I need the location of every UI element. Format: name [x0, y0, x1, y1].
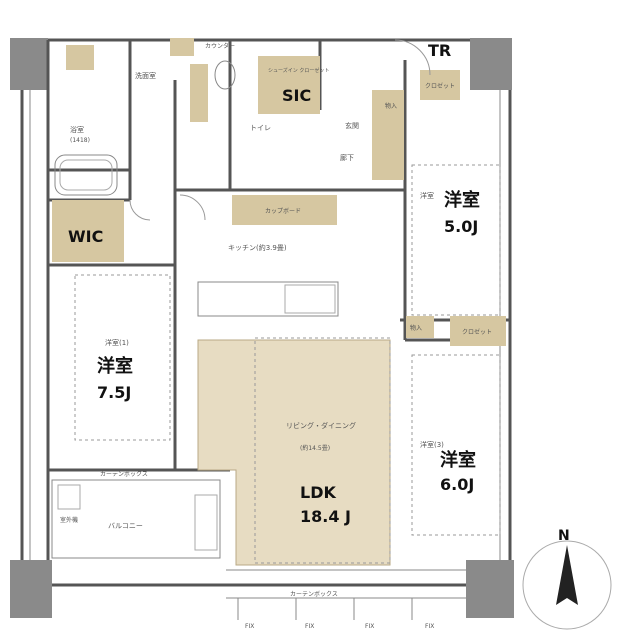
- label-kitchen: キッチン(約3.9畳): [228, 243, 287, 252]
- label-western1-small: 洋室(1): [105, 338, 129, 347]
- label-closet-1: クロゼット: [425, 82, 455, 90]
- label-washroom: 洗面室: [135, 71, 156, 80]
- compass-ring: [522, 540, 612, 630]
- outer-wall: [20, 38, 512, 587]
- label-western2-size: 5.0J: [444, 217, 478, 236]
- label-hallway: 廊下: [340, 153, 354, 162]
- label-closet-2: クロゼット: [462, 328, 492, 336]
- label-curtain-box-2: カーテンボックス: [290, 590, 338, 598]
- label-fix-3: FIX: [365, 623, 374, 630]
- label-outdoor-unit: 室外機: [60, 516, 78, 524]
- label-fix-1: FIX: [245, 623, 254, 630]
- pillar-bottom-left: [10, 560, 52, 618]
- balcony-area: [51, 479, 221, 559]
- label-western2-small: 洋室: [420, 191, 434, 200]
- toilet-fixture: [214, 60, 236, 90]
- label-wic: WIC: [68, 227, 103, 246]
- label-bath-sub: (1418): [70, 137, 90, 144]
- label-western3-size: 6.0J: [440, 475, 474, 494]
- label-counter: カウンター: [205, 42, 235, 50]
- label-tr: TR: [428, 41, 451, 60]
- north-arrow-icon: [556, 545, 578, 605]
- label-storage-1: 物入: [385, 102, 397, 110]
- label-western3: 洋室: [440, 449, 476, 471]
- label-toilet: トイレ: [250, 124, 271, 132]
- label-western1: 洋室: [97, 355, 133, 377]
- label-ldk-small: リビング・ダイニング: [286, 421, 356, 430]
- label-kitchen-board: カップボード: [265, 207, 301, 215]
- label-ldk: LDK: [300, 483, 336, 502]
- label-sic: SIC: [282, 86, 311, 105]
- pillar-top-right: [470, 38, 512, 90]
- label-storage-2: 物入: [410, 324, 422, 332]
- label-western1-size: 7.5J: [97, 383, 131, 402]
- pillar-top-left: [10, 38, 48, 90]
- label-bath: 浴室: [70, 125, 84, 134]
- bathtub: [54, 154, 118, 196]
- label-sic-full: シューズイン クローゼット: [268, 67, 329, 74]
- kitchen-counter: [197, 281, 339, 317]
- label-fix-4: FIX: [425, 623, 434, 630]
- label-entrance: 玄関: [345, 121, 359, 130]
- label-western2: 洋室: [444, 189, 480, 211]
- label-curtain-box-1: カーテンボックス: [100, 470, 148, 478]
- ldk-floor: [197, 339, 391, 566]
- label-fix-2: FIX: [305, 623, 314, 630]
- label-ldk-sub: (約14.5畳): [300, 444, 330, 452]
- label-western3-small: 洋室(3): [420, 440, 444, 449]
- sic-area: [258, 56, 320, 114]
- pillar-bottom-right: [466, 560, 514, 618]
- wic-area: [52, 200, 124, 262]
- north-label: N: [558, 528, 570, 544]
- label-balcony: バルコニー: [108, 522, 143, 530]
- label-ldk-size: 18.4 J: [300, 507, 351, 526]
